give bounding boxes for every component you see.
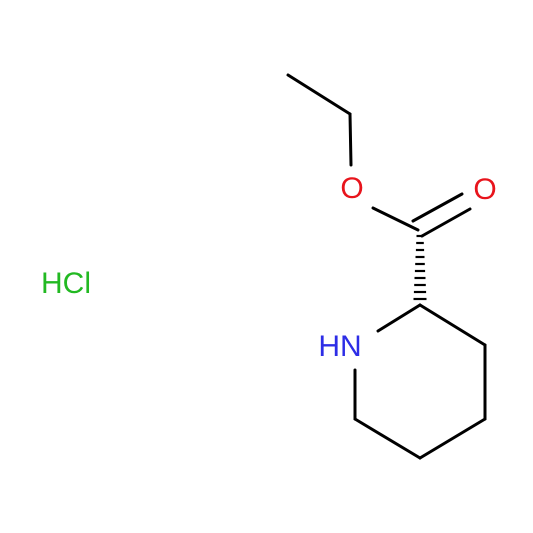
bond-ch2-o	[348, 112, 353, 167]
bond-c2-c3	[418, 303, 487, 347]
bond-c-o-double-2	[420, 207, 472, 238]
bond-c-o-double-1	[411, 192, 464, 223]
bond-ch3-ch2	[286, 73, 352, 116]
oxygen-carbonyl-label: O	[473, 173, 496, 206]
bond-o-carbonyl-c	[371, 206, 420, 232]
nitrogen-label: HN	[318, 330, 361, 363]
bond-n-c2	[376, 303, 422, 333]
hcl-salt-label: HCl	[41, 267, 91, 300]
hashed-wedge-bond	[413, 234, 427, 301]
oxygen-ester-label: O	[340, 172, 363, 205]
bond-c5-c6	[353, 417, 422, 460]
bond-c4-c5	[418, 417, 487, 460]
